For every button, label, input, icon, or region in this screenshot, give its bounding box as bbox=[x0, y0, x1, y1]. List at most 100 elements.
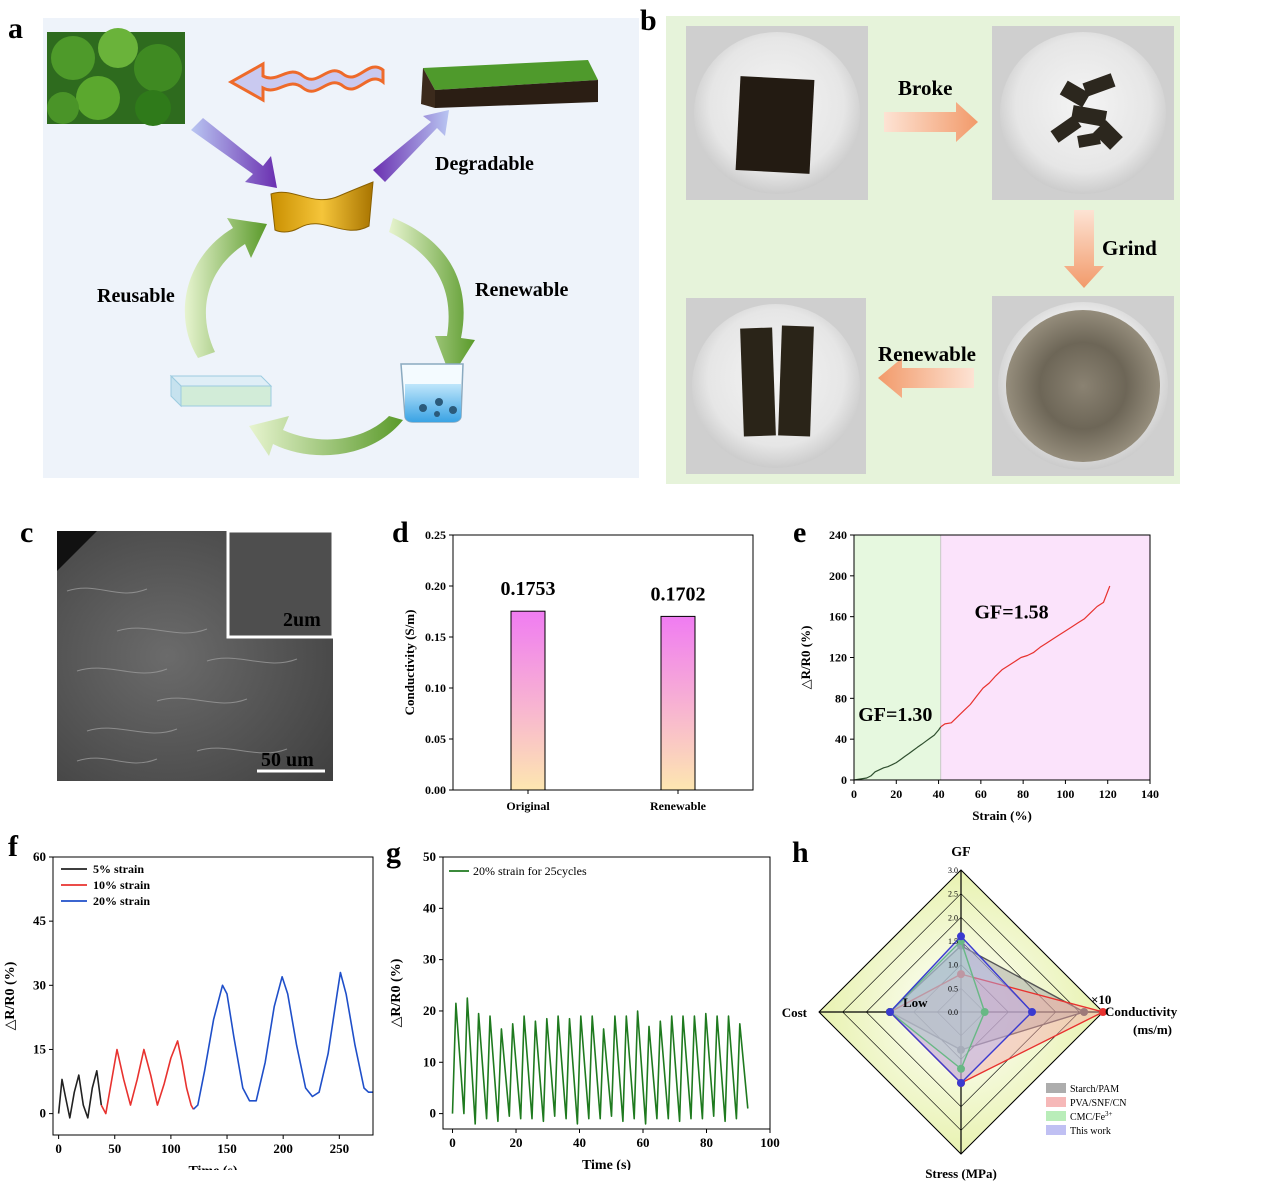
x-tick-label: 100 bbox=[760, 1135, 780, 1150]
panel-label-d: d bbox=[392, 516, 409, 549]
shaded-region-0 bbox=[854, 535, 941, 780]
legend-label: CMC/Fe3+ bbox=[1070, 1110, 1113, 1123]
arrow-broke bbox=[884, 102, 978, 142]
y-tick-label: 40 bbox=[835, 732, 847, 746]
annotation-gf-158: GF=1.58 bbox=[975, 602, 1049, 624]
y-tick-label: 0.10 bbox=[425, 681, 446, 695]
x-tick-label: 60 bbox=[975, 787, 987, 801]
x-axis-label: Time (s) bbox=[188, 1164, 237, 1170]
legend-superscript: 3+ bbox=[1105, 1110, 1113, 1118]
y-axis-label: △R/R0 (%) bbox=[389, 958, 404, 1027]
x-tick-label: 250 bbox=[330, 1141, 350, 1156]
y-tick-label: 30 bbox=[33, 977, 46, 992]
legend-label: 5% strain bbox=[93, 862, 144, 876]
gold-film bbox=[270, 181, 374, 233]
radar-tick-label: 3.0 bbox=[948, 866, 958, 875]
radar-point bbox=[1080, 1008, 1089, 1016]
legend-label: This work bbox=[1070, 1126, 1111, 1137]
y-tick-label: 120 bbox=[829, 651, 847, 665]
y-tick-label: 160 bbox=[829, 610, 847, 624]
radar-point bbox=[957, 1064, 965, 1073]
sem-image: 2um 50 um bbox=[57, 531, 333, 781]
radar-point bbox=[886, 1008, 894, 1016]
y-tick-label: 0 bbox=[40, 1106, 47, 1121]
x-tick-label: 120 bbox=[1099, 787, 1117, 801]
y-axis-label: △R/R0 (%) bbox=[3, 961, 18, 1030]
mold-block bbox=[169, 374, 273, 408]
sem-texture bbox=[57, 531, 333, 781]
bar-value-label: 0.1753 bbox=[501, 578, 556, 600]
panel-label-g: g bbox=[386, 836, 401, 869]
purple-arrow-degradable bbox=[373, 110, 449, 182]
radar-point bbox=[957, 1045, 965, 1054]
y-tick-label: 200 bbox=[829, 569, 847, 583]
y-tick-label: 0.00 bbox=[425, 783, 446, 797]
panel-label-f: f bbox=[8, 830, 18, 863]
y-tick-label: 30 bbox=[423, 952, 436, 967]
bar-value-label: 0.1702 bbox=[651, 583, 706, 605]
y-tick-label: 40 bbox=[423, 900, 436, 915]
x-tick-label: 80 bbox=[700, 1135, 713, 1150]
bar-original bbox=[510, 610, 546, 791]
y-tick-label: 60 bbox=[33, 849, 46, 864]
radar-tick-label: 2.0 bbox=[948, 913, 958, 922]
radar-point bbox=[957, 970, 965, 979]
orange-wavy-arrow bbox=[227, 61, 385, 103]
arrow-grind bbox=[1064, 210, 1104, 288]
legend-label: 20% strain for 25cycles bbox=[473, 864, 587, 878]
label-grind: Grind bbox=[1102, 236, 1157, 260]
photo-renewed-strips bbox=[686, 298, 866, 474]
y-tick-label: 50 bbox=[423, 849, 436, 864]
photo-ground-powder bbox=[992, 296, 1174, 476]
x-tick-label: 80 bbox=[1017, 787, 1029, 801]
radar-point bbox=[1028, 1008, 1036, 1016]
panel-label-e: e bbox=[793, 516, 807, 549]
y-tick-label: 45 bbox=[33, 913, 47, 928]
x-axis-label: Time (s) bbox=[582, 1158, 631, 1170]
plant-photo bbox=[47, 28, 185, 126]
x-tick-label: 0 bbox=[55, 1141, 62, 1156]
series-line-0 bbox=[451, 997, 749, 1125]
purple-arrow-in bbox=[191, 118, 277, 188]
x-category-label: Renewable bbox=[650, 799, 707, 813]
panel-label-h: h bbox=[792, 836, 809, 869]
legend-label: PVA/SNF/CN bbox=[1070, 1098, 1127, 1109]
photo-broken-film bbox=[992, 26, 1174, 200]
radar-axis-label-conductivity-unit: (ms/m) bbox=[1133, 1022, 1172, 1037]
x-tick-label: 40 bbox=[933, 787, 945, 801]
radar-tick-label: 1.0 bbox=[948, 961, 958, 970]
panel-label-c: c bbox=[20, 516, 34, 549]
legend-swatch bbox=[1046, 1097, 1066, 1107]
x-tick-label: 0 bbox=[449, 1135, 456, 1150]
green-arrow-renewable bbox=[389, 218, 475, 378]
x-tick-label: 20 bbox=[890, 787, 902, 801]
chart-h-radar: 0.00.51.01.52.02.53.0GFConductivity(ms/m… bbox=[782, 845, 1178, 1181]
series-line-0 bbox=[853, 726, 942, 781]
radar-axis-label-conductivity: Conductivity bbox=[1105, 1004, 1178, 1019]
plot-frame bbox=[52, 856, 374, 1136]
x-axis-label: Strain (%) bbox=[972, 808, 1032, 823]
legend-label: 20% strain bbox=[93, 894, 150, 908]
series-line-2 bbox=[192, 971, 373, 1110]
y-tick-label: 15 bbox=[33, 1041, 47, 1056]
y-tick-label: 0 bbox=[841, 773, 847, 787]
legend-swatch bbox=[1046, 1083, 1066, 1093]
beaker-icon bbox=[400, 363, 464, 423]
panel-b-arrows bbox=[878, 102, 1104, 398]
annotation-gf-130: GF=1.30 bbox=[858, 704, 932, 726]
radar-point bbox=[980, 1008, 989, 1016]
series-line-0 bbox=[57, 1070, 103, 1119]
x-tick-label: 0 bbox=[851, 787, 857, 801]
y-tick-label: 20 bbox=[423, 1003, 436, 1018]
radar-tick-label: 0.0 bbox=[948, 1008, 958, 1017]
plot-frame bbox=[442, 856, 771, 1130]
bar-renewable bbox=[660, 615, 696, 791]
x-tick-label: 140 bbox=[1141, 787, 1159, 801]
y-tick-label: 10 bbox=[423, 1054, 436, 1069]
series-line-1 bbox=[940, 585, 1111, 728]
label-renewable-a: Renewable bbox=[475, 279, 568, 301]
legend-label: 10% strain bbox=[93, 878, 150, 892]
